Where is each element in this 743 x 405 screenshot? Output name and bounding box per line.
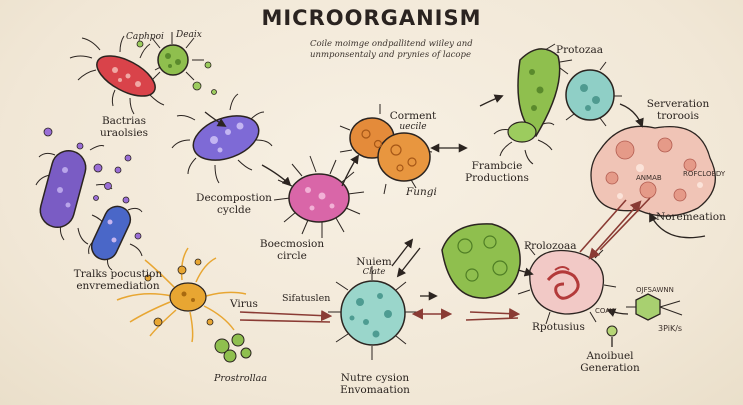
label-decompostion-line-1: Decompostion <box>196 192 272 204</box>
label-boecmosion-line-1: Boecmosion <box>259 238 325 250</box>
label-frambcie: Frambcie Productions <box>450 160 544 184</box>
subtitle-line-2: unmponsentaly and prynies of lacope <box>310 50 471 60</box>
label-ojfsawnn: OJFSAWNN <box>636 286 674 294</box>
label-nutre-line-2: Envomaation <box>340 384 410 397</box>
hexagon-virion <box>606 293 683 337</box>
label-prostrollaa: Prostrollaa <box>214 373 268 384</box>
red-bacterium <box>69 35 172 115</box>
purple-bacilli-cluster <box>35 127 143 271</box>
label-anoibuel: Anoibuel Generation <box>570 350 650 374</box>
host-tissue-cluster <box>590 125 716 217</box>
label-frambcie-line-2: Productions <box>465 172 529 185</box>
pathway-arrows <box>239 197 651 323</box>
label-nutre-line-1: Nutre cysion <box>340 372 410 384</box>
label-anoibuel-line-2: Generation <box>580 362 640 375</box>
teal-nutrient-cell <box>328 266 418 360</box>
pink-spiky-cell <box>273 155 365 238</box>
yellow-virus <box>116 247 247 343</box>
label-corment-line-2: uecile <box>399 122 427 133</box>
label-bactrias-line-1: Bactrias <box>101 115 147 127</box>
label-nutre: Nutre cysion Envomaation <box>328 372 422 396</box>
label-decompostion: Decompostion cyclde <box>186 192 282 216</box>
label-spiks: 3PiK/s <box>658 324 683 333</box>
label-anoibuel-line-1: Anoibuel <box>586 350 634 362</box>
label-anmab: ANMAB <box>636 174 662 182</box>
label-boecmosion-line-2: circle <box>277 250 307 263</box>
pink-protozoa-cell <box>517 244 617 325</box>
green-cell-cluster <box>214 333 252 363</box>
label-nuiem-line-2: Clate <box>362 267 386 278</box>
purple-decomposer-cell <box>171 93 273 184</box>
label-nuiem-line-1: Nuiem <box>356 256 392 268</box>
label-tralks-line-2: envremediation <box>76 280 160 293</box>
label-boecmosion: Boecmosion circle <box>252 238 332 262</box>
label-virus: Virus <box>230 298 258 310</box>
label-caphpoi: Caphpoi <box>126 32 164 42</box>
label-rofcloedy: ROFCLOEDY <box>683 170 726 178</box>
label-deaix: Deaix <box>176 30 202 40</box>
label-fungi: Fungi <box>406 186 437 198</box>
label-corment: Corment uecile <box>384 110 442 132</box>
label-tralks: Tralks pocustion envremediation <box>66 268 170 292</box>
green-protozoa-cell <box>441 223 521 299</box>
label-bactrias: Bactrias uraolsies <box>82 115 166 139</box>
process-arrows <box>204 94 706 347</box>
protozoa-cells-top <box>493 43 622 165</box>
label-frambcie-line-1: Frambcie <box>471 160 523 172</box>
label-serveration-line-1: Serveration <box>646 98 710 110</box>
label-serveration: Serveration troroois <box>636 98 720 122</box>
label-coay: COAY <box>595 307 614 315</box>
subtitle-line-1: Coile moimge ondpallitend wiiley and <box>310 39 473 49</box>
small-spores-top <box>136 40 217 95</box>
label-serveration-line-2: troroois <box>657 110 699 123</box>
orange-fungi-cells <box>339 104 433 195</box>
diagram-title: MICROORGANISM <box>261 6 482 30</box>
label-noremeation: Noremeation <box>656 211 726 223</box>
label-protozaa: Protozaa <box>556 44 603 56</box>
label-prolozoaa: Prolozoaa <box>524 240 577 252</box>
label-bactrias-line-2: uraolsies <box>99 127 149 140</box>
label-rpotusius: Rpotusius <box>532 321 585 333</box>
green-spore-cell <box>151 32 204 81</box>
label-sifatuslen: Sifatuslen <box>282 293 331 304</box>
label-corment-line-1: Corment <box>389 110 437 122</box>
label-tralks-line-1: Tralks pocustion <box>73 268 163 280</box>
label-nuiem: Nuiem Clate <box>352 256 396 278</box>
label-decompostion-line-2: cyclde <box>217 204 251 217</box>
